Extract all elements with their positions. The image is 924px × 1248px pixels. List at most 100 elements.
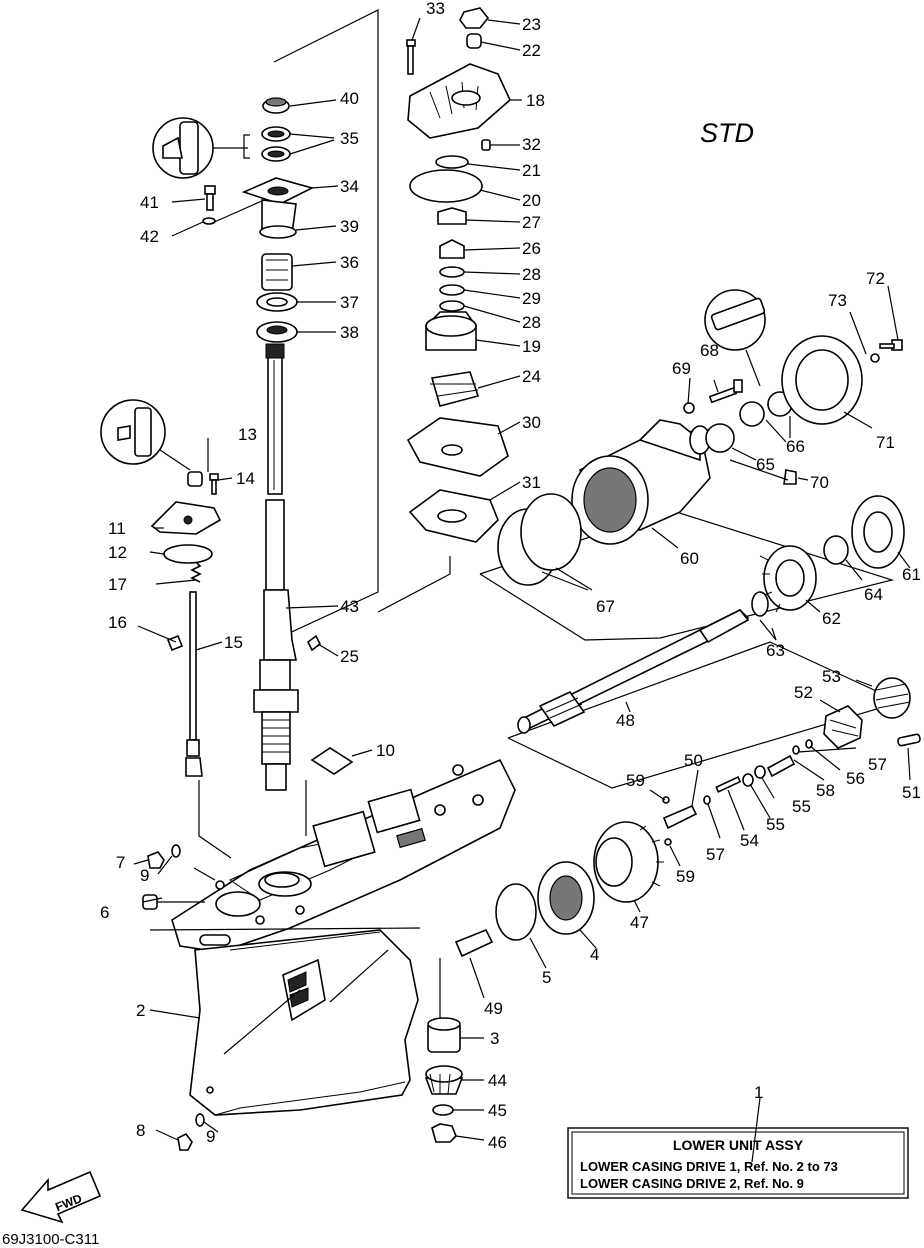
label-9a: 9 bbox=[140, 866, 149, 885]
label-23: 23 bbox=[522, 15, 541, 34]
label-44: 44 bbox=[488, 1071, 507, 1090]
label-4: 4 bbox=[590, 945, 599, 964]
oil-seal-66a bbox=[739, 401, 765, 427]
label-70: 70 bbox=[810, 473, 829, 492]
label-55b: 55 bbox=[792, 797, 811, 816]
label-2: 2 bbox=[136, 1001, 145, 1020]
label-34: 34 bbox=[340, 177, 359, 196]
label-36: 36 bbox=[340, 253, 359, 272]
forward-gear-47 bbox=[593, 821, 664, 903]
plug-70 bbox=[783, 469, 797, 485]
label-22: 22 bbox=[522, 41, 541, 60]
label-42: 42 bbox=[140, 227, 159, 246]
screw-8 bbox=[177, 1132, 193, 1151]
label-21: 21 bbox=[522, 161, 541, 180]
assembly-info-box: 1 LOWER UNIT ASSY LOWER CASING DRIVE 1, … bbox=[567, 1083, 909, 1199]
label-50: 50 bbox=[684, 751, 703, 770]
plunger-54 bbox=[715, 776, 742, 793]
reverse-gear-62 bbox=[759, 545, 817, 613]
std-label: STD bbox=[700, 118, 754, 148]
label-8: 8 bbox=[136, 1121, 145, 1140]
label-32: 32 bbox=[522, 135, 541, 154]
label-54: 54 bbox=[740, 831, 759, 850]
o-ring-67b bbox=[520, 493, 582, 571]
label-39: 39 bbox=[340, 217, 359, 236]
label-26: 26 bbox=[522, 239, 541, 258]
washer-57b bbox=[703, 795, 711, 805]
bearing-housing bbox=[571, 419, 711, 545]
label-17: 17 bbox=[108, 575, 127, 594]
taper-bearing-4 bbox=[537, 861, 595, 935]
label-71: 71 bbox=[876, 433, 895, 452]
gasket-9 bbox=[171, 844, 181, 858]
spring-53 bbox=[873, 677, 911, 719]
seal-detail-callout-66 bbox=[704, 289, 766, 387]
dog-clutch-52 bbox=[823, 705, 863, 749]
assembly-title: LOWER UNIT ASSY bbox=[673, 1137, 804, 1153]
label-28b: 28 bbox=[522, 313, 541, 332]
label-11: 11 bbox=[108, 519, 126, 538]
rod-detail-callout bbox=[100, 399, 191, 471]
bolt-41 bbox=[204, 185, 216, 211]
label-57a: 57 bbox=[868, 755, 887, 774]
label-65: 65 bbox=[756, 455, 775, 474]
label-37: 37 bbox=[340, 293, 359, 312]
label-47: 47 bbox=[630, 913, 649, 932]
label-67: 67 bbox=[596, 597, 615, 616]
label-48: 48 bbox=[616, 711, 635, 730]
ball-59b bbox=[664, 838, 672, 846]
pin-51 bbox=[897, 733, 921, 747]
label-9b: 9 bbox=[206, 1127, 215, 1146]
shift-plunger-50 bbox=[662, 804, 698, 830]
label-6: 6 bbox=[100, 903, 109, 922]
assembly-line-2: LOWER CASING DRIVE 2, Ref. No. 9 bbox=[580, 1176, 804, 1191]
assembly-line-1: LOWER CASING DRIVE 1, Ref. No. 2 to 73 bbox=[580, 1159, 838, 1174]
label-7: 7 bbox=[116, 853, 125, 872]
label-25: 25 bbox=[340, 647, 359, 666]
label-18: 18 bbox=[526, 91, 545, 110]
oil-seal-housing bbox=[241, 97, 315, 343]
label-64: 64 bbox=[864, 585, 883, 604]
drive-shaft bbox=[253, 343, 299, 791]
label-12: 12 bbox=[108, 543, 127, 562]
label-46: 46 bbox=[488, 1133, 507, 1152]
pin-25 bbox=[306, 634, 322, 652]
label-20: 20 bbox=[522, 191, 541, 210]
label-68: 68 bbox=[700, 341, 719, 360]
diagram-code: 69J3100-C311 bbox=[2, 1231, 99, 1248]
label-16: 16 bbox=[108, 613, 127, 632]
label-45: 45 bbox=[488, 1101, 507, 1120]
label-13: 13 bbox=[238, 425, 257, 444]
label-49: 49 bbox=[484, 999, 503, 1018]
fwd-arrow: FWD bbox=[20, 1170, 102, 1224]
washer-45 bbox=[432, 1104, 454, 1116]
label-1: 1 bbox=[754, 1083, 763, 1102]
bolt-72 bbox=[879, 339, 903, 351]
label-66: 66 bbox=[786, 437, 805, 456]
label-56: 56 bbox=[846, 769, 865, 788]
label-35: 35 bbox=[340, 129, 359, 148]
label-41: 41 bbox=[140, 193, 159, 212]
label-60: 60 bbox=[680, 549, 699, 568]
washer-73 bbox=[870, 353, 880, 363]
gasket-9b bbox=[195, 1113, 205, 1127]
label-28a: 28 bbox=[522, 265, 541, 284]
ball-59a bbox=[662, 796, 670, 804]
cover-71 bbox=[781, 335, 863, 425]
ball-bearing-61 bbox=[851, 495, 905, 569]
bolt-68 bbox=[708, 379, 743, 404]
label-52: 52 bbox=[794, 683, 813, 702]
label-19: 19 bbox=[522, 337, 541, 356]
propeller-shaft bbox=[517, 608, 750, 734]
label-69: 69 bbox=[672, 359, 691, 378]
label-10: 10 bbox=[376, 741, 395, 760]
label-61: 61 bbox=[902, 565, 921, 584]
label-72: 72 bbox=[866, 269, 885, 288]
label-3: 3 bbox=[490, 1029, 499, 1048]
pinion-44 bbox=[424, 1065, 464, 1095]
label-33: 33 bbox=[426, 0, 445, 18]
label-73: 73 bbox=[828, 291, 847, 310]
label-51: 51 bbox=[902, 783, 921, 802]
label-62: 62 bbox=[822, 609, 841, 628]
